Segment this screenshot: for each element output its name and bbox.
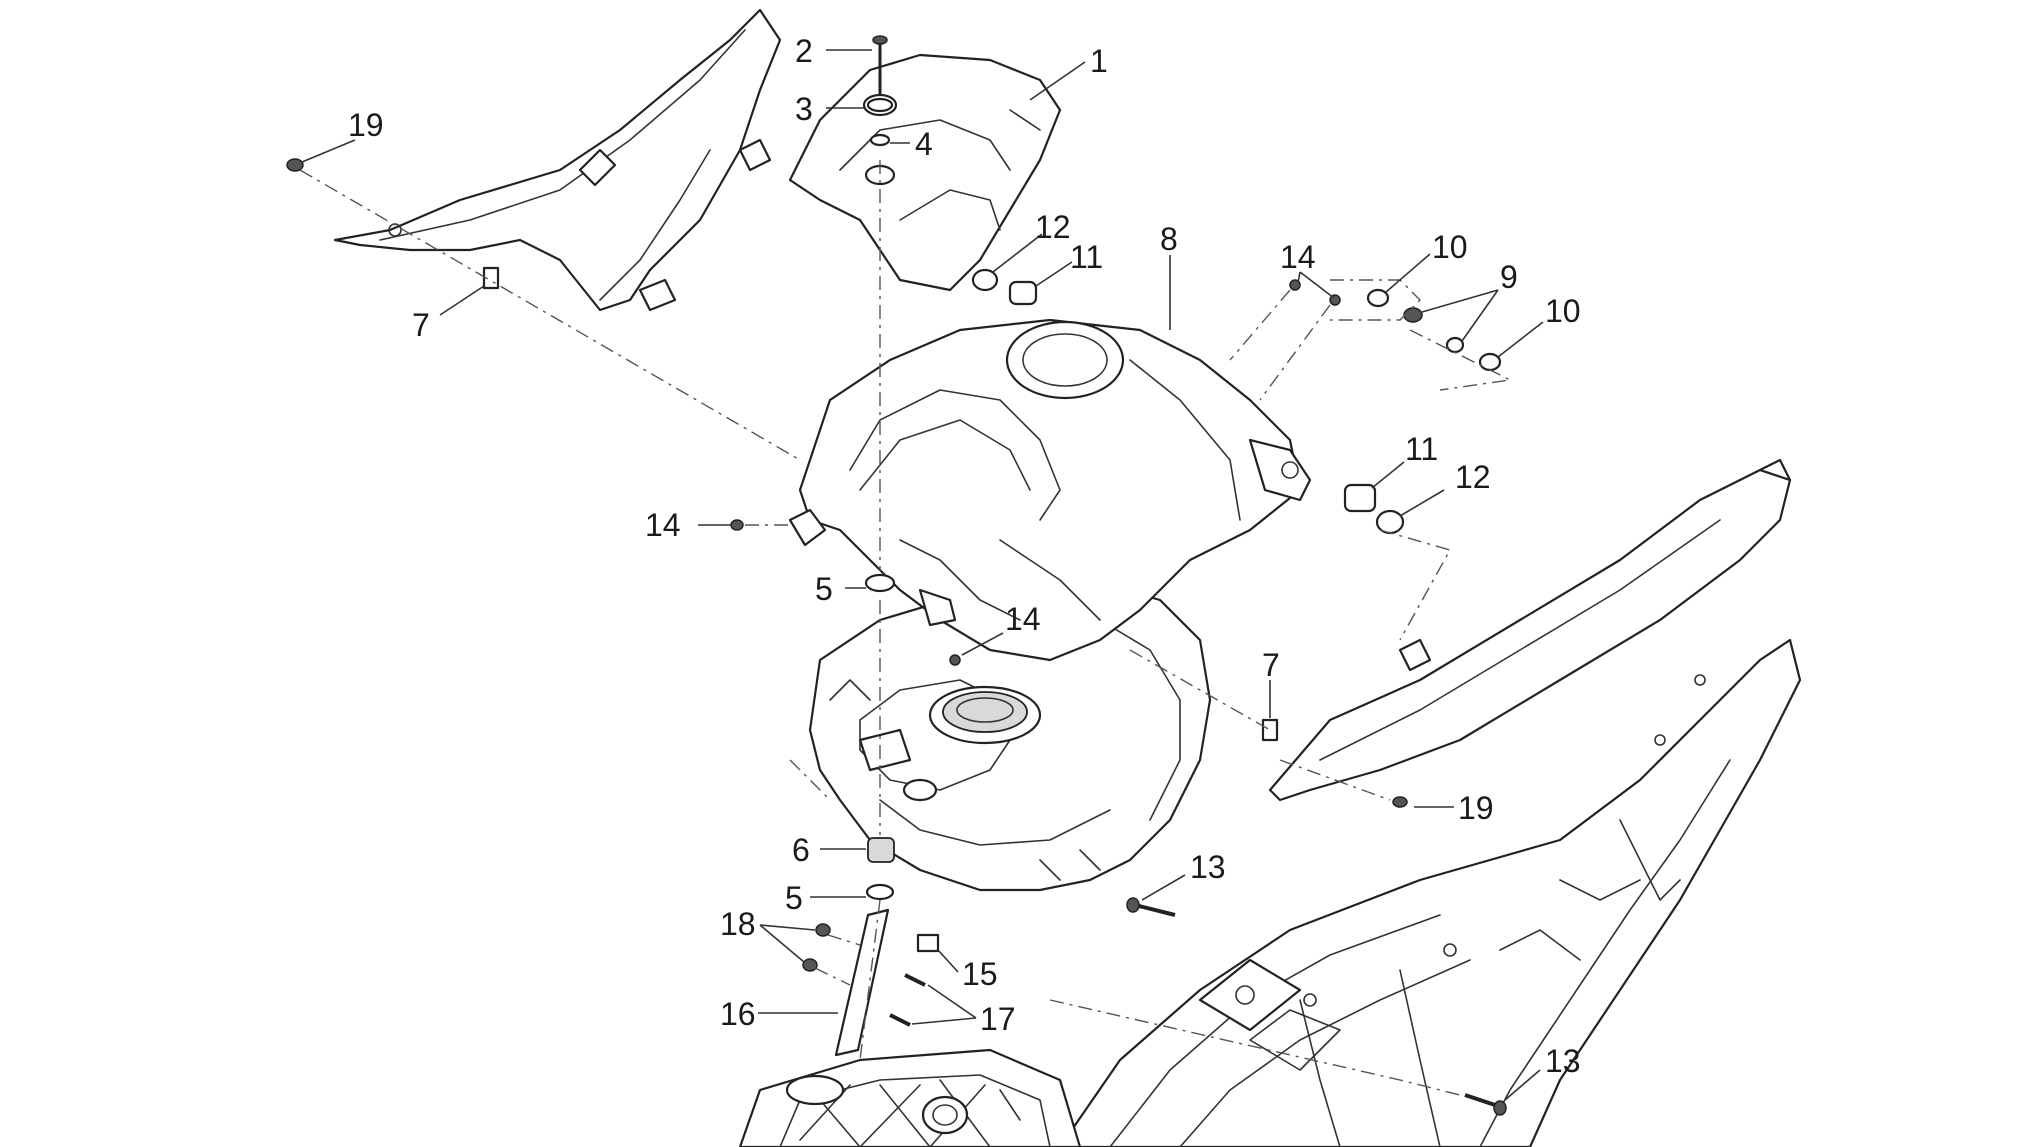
callout-labels: 2 1 3 4 19 7 8 12 11 14 10 9 10 11 12 14… <box>348 33 1581 1079</box>
callout-11: 11 <box>1070 239 1103 275</box>
upper-cover <box>788 53 1062 292</box>
callout-17: 17 <box>980 1001 1016 1037</box>
frame <box>1058 638 1802 1147</box>
fuel-tank <box>808 578 1212 892</box>
callout-5: 5 <box>815 571 833 607</box>
hardware <box>286 35 1507 1116</box>
callout-2: 2 <box>795 33 813 69</box>
assembly-lines <box>299 160 1513 1096</box>
callout-8: 8 <box>1160 221 1178 257</box>
callout-3: 3 <box>795 91 813 127</box>
callout-19: 19 <box>348 107 384 143</box>
callout-12: 12 <box>1035 209 1071 245</box>
callout-5: 5 <box>785 880 803 916</box>
callout-18: 18 <box>720 906 756 942</box>
callout-12: 12 <box>1455 459 1491 495</box>
bracket-plate <box>738 1048 1082 1147</box>
tank-cover <box>788 318 1312 662</box>
callout-9: 9 <box>1500 259 1518 295</box>
callout-7: 7 <box>412 307 430 343</box>
callout-14: 14 <box>645 507 681 543</box>
leader-lines <box>301 49 1544 1101</box>
callout-13: 13 <box>1190 849 1226 885</box>
left-side-panel <box>333 8 782 312</box>
callout-10: 10 <box>1432 229 1468 265</box>
callout-6: 6 <box>792 832 810 868</box>
callout-11: 11 <box>1405 431 1438 467</box>
callout-14: 14 <box>1280 239 1316 275</box>
callout-19: 19 <box>1458 790 1494 826</box>
callout-4: 4 <box>915 126 933 162</box>
callout-7: 7 <box>1262 647 1280 683</box>
callout-1: 1 <box>1090 43 1108 79</box>
callout-13: 13 <box>1545 1043 1581 1079</box>
callout-16: 16 <box>720 996 756 1032</box>
right-side-panel <box>1268 458 1792 802</box>
callout-14: 14 <box>1005 601 1041 637</box>
callout-10: 10 <box>1545 293 1581 329</box>
callout-15: 15 <box>962 956 998 992</box>
